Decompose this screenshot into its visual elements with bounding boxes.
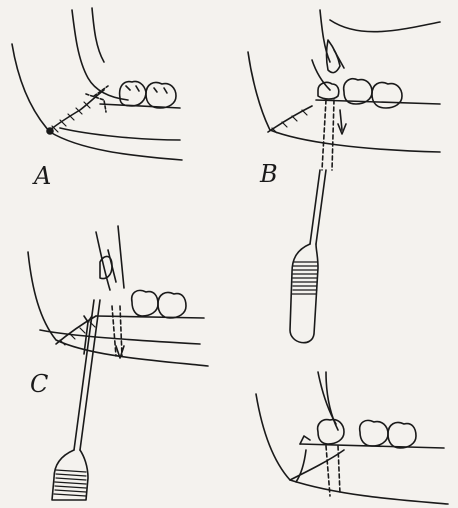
panel-a-molar-2	[146, 82, 176, 108]
panel-d-molar-1	[318, 420, 344, 444]
panel-d-drawing	[256, 372, 448, 504]
panel-a-drawing	[12, 8, 182, 160]
panel-label-c: C	[30, 370, 48, 398]
panel-c-molar-2	[158, 292, 186, 318]
panel-label-b: B	[260, 160, 278, 188]
panel-label-a: A	[34, 162, 51, 190]
panel-a-molar-1	[120, 81, 146, 106]
panel-c-molar-1	[132, 290, 158, 316]
panel-c-handle-grip	[54, 470, 86, 496]
panel-c-drawing	[28, 226, 208, 500]
panel-b-molar-3	[318, 82, 339, 99]
panel-d-molar-2	[360, 420, 388, 446]
panel-d-molar-3	[388, 422, 416, 448]
panel-b-handle-grip	[292, 262, 317, 294]
panel-b-molar-2	[372, 82, 402, 108]
panel-b-molar-1	[344, 79, 372, 104]
